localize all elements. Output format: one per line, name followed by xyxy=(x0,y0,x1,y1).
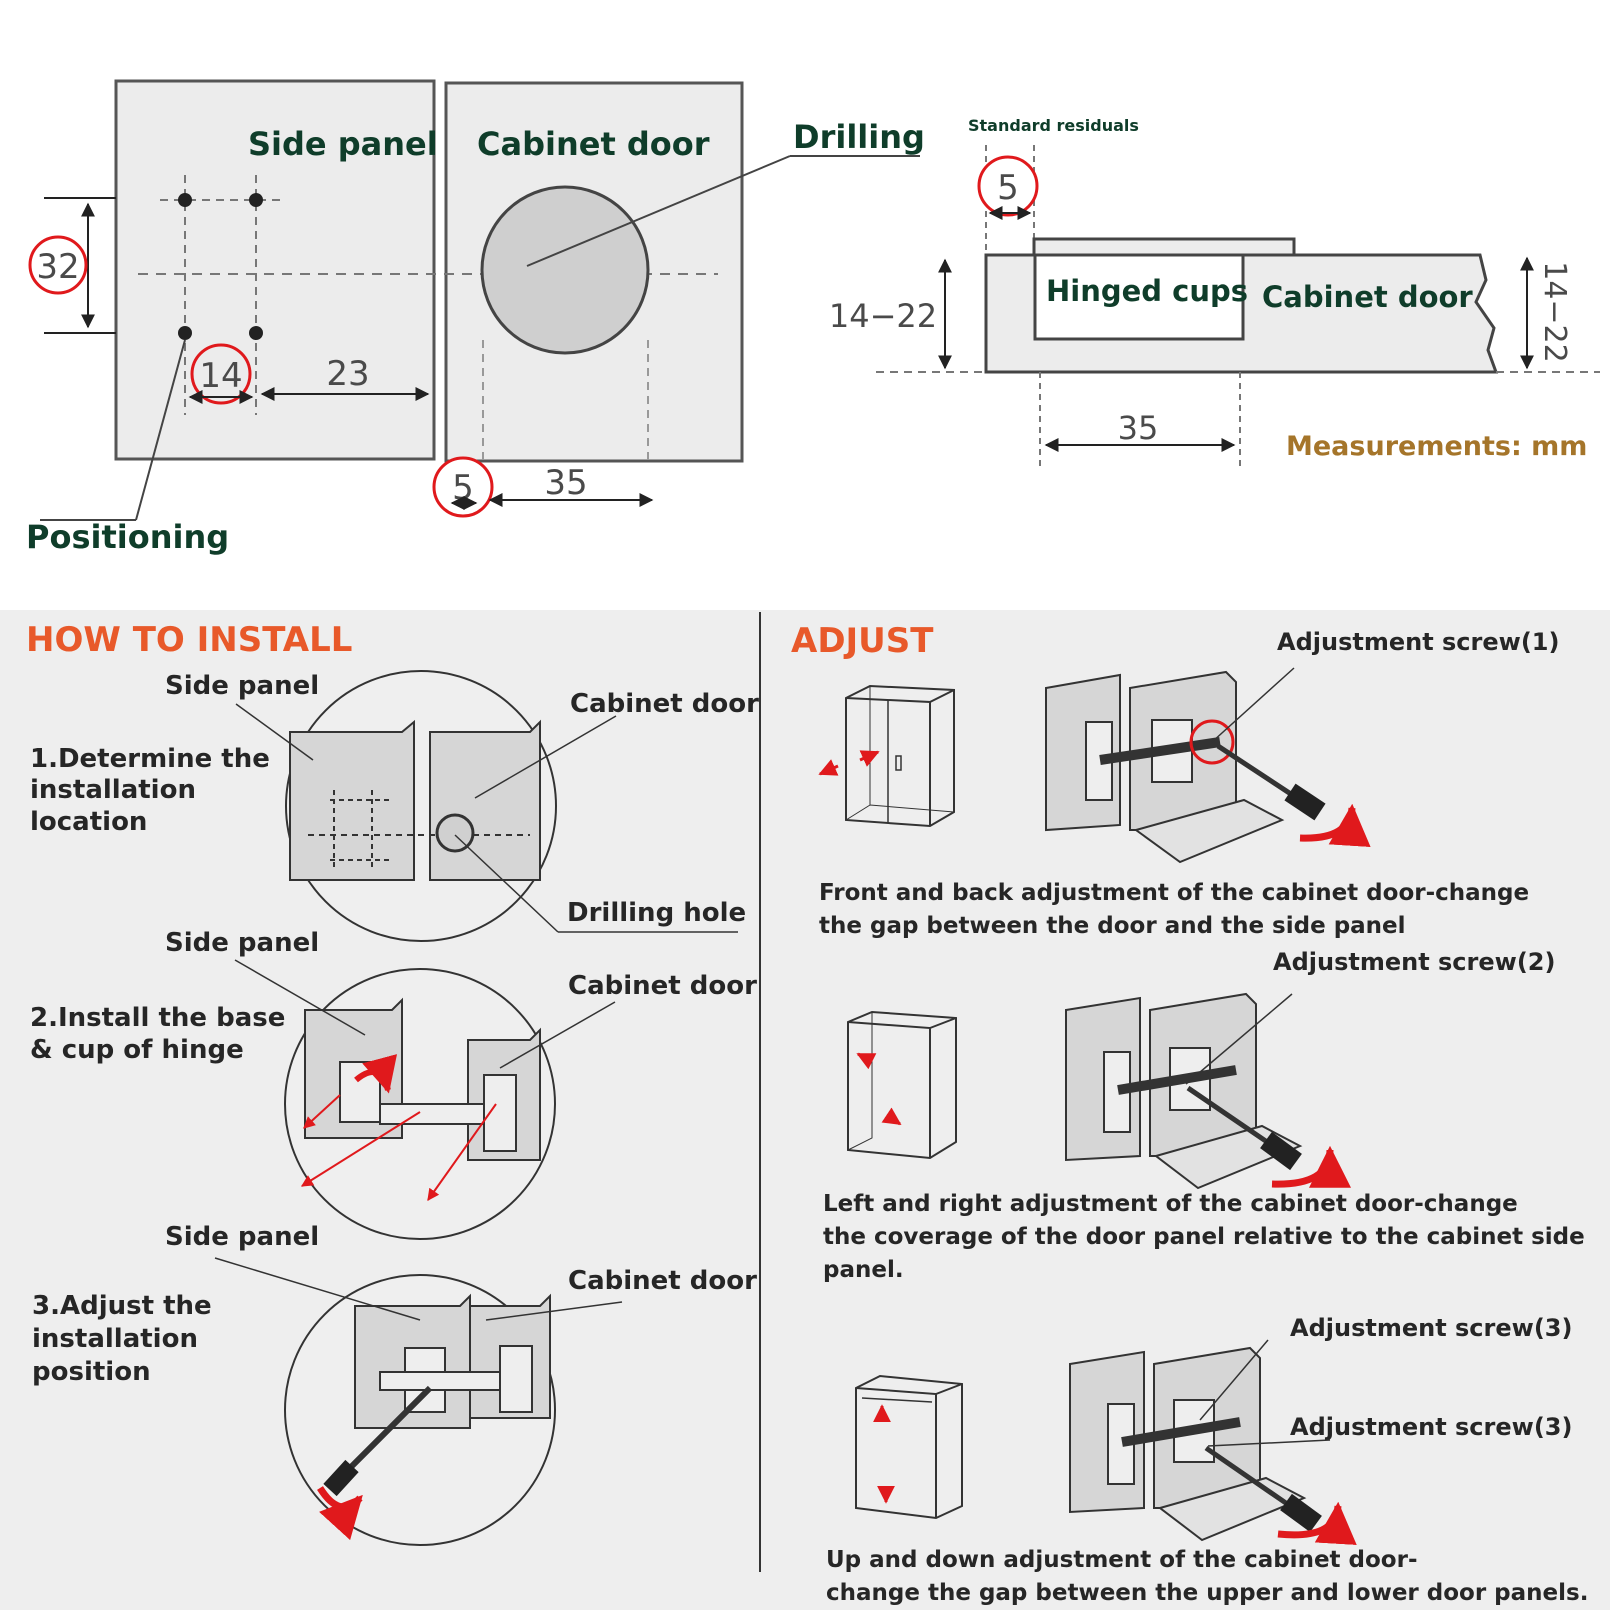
install-section: HOW TO INSTALL Side panel Cabinet door 1… xyxy=(26,620,759,1546)
step3-side-panel: Side panel xyxy=(165,1222,319,1252)
adjust1-cabinet-icon xyxy=(818,684,955,828)
dim-23: 23 xyxy=(326,354,369,394)
cup-hole xyxy=(480,185,650,355)
cabinet-door-section-label: Cabinet door xyxy=(1262,280,1473,314)
lower-background xyxy=(0,610,1610,1610)
dim-32-circle xyxy=(28,235,88,295)
adjust1-screw-highlight xyxy=(1189,719,1235,765)
install-heading: HOW TO INSTALL xyxy=(26,620,352,660)
adjust1-hinge-illustration xyxy=(1045,667,1371,864)
adjust-section: ADJUST Adjustment screw(1) Front and bac xyxy=(791,621,1588,1606)
step2-side-panel: Side panel xyxy=(165,928,319,958)
step3-cabinet-door: Cabinet door xyxy=(568,1266,757,1296)
adjust1-caption-2: the gap between the door and the side pa… xyxy=(819,913,1406,939)
drilling-label: Drilling xyxy=(793,118,925,156)
adjust-heading: ADJUST xyxy=(791,621,934,661)
step1-line-3: location xyxy=(30,807,147,837)
step1-illustration xyxy=(235,670,738,942)
step1-line-1: 1.Determine the xyxy=(30,744,270,774)
adjust2-caption-2: the coverage of the door panel relative … xyxy=(823,1224,1585,1250)
dim-35: 35 xyxy=(544,463,587,503)
dim-5-circle xyxy=(432,456,494,518)
step2-line-2: & cup of hinge xyxy=(30,1035,244,1065)
hinged-cup-box xyxy=(1033,253,1245,341)
adjust3-caption-2: change the gap between the upper and low… xyxy=(826,1580,1588,1606)
adjust3-screw-label-a: Adjustment screw(3) xyxy=(1290,1314,1572,1342)
hole-dot xyxy=(249,326,263,340)
adjust2-cabinet-icon xyxy=(847,1010,957,1160)
step1-line-2: installation xyxy=(30,775,196,805)
hole-dot xyxy=(249,193,263,207)
top-right-section: Standard residuals 5 Hinged cups Cabinet… xyxy=(829,116,1600,470)
dim-14: 14 xyxy=(199,356,242,396)
adjust3-cabinet-icon xyxy=(855,1374,963,1520)
side-panel-label: Side panel xyxy=(248,125,438,163)
step1-drilling-hole: Drilling hole xyxy=(567,898,746,928)
adjust1-screw-label: Adjustment screw(1) xyxy=(1277,628,1559,656)
step3-line-3: position xyxy=(32,1357,151,1387)
step2-line-1: 2.Install the base xyxy=(30,1003,285,1033)
adjust2-screw-label: Adjustment screw(2) xyxy=(1273,948,1555,976)
adjust1-caption-1: Front and back adjustment of the cabinet… xyxy=(819,880,1529,906)
adjust2-caption-3: panel. xyxy=(823,1257,904,1283)
residual-5: 5 xyxy=(997,168,1019,208)
step3-line-1: 3.Adjust the xyxy=(32,1291,212,1321)
dim-32: 32 xyxy=(36,247,79,287)
cabinet-door-label: Cabinet door xyxy=(477,125,710,163)
step1-side-panel: Side panel xyxy=(165,671,319,701)
cup-35: 35 xyxy=(1118,409,1159,447)
step2-illustration xyxy=(234,959,616,1240)
step1-cabinet-door: Cabinet door xyxy=(570,689,759,719)
adjust3-hinge-illustration xyxy=(1069,1339,1357,1545)
adjust2-hinge-illustration xyxy=(1065,992,1351,1190)
adjust2-caption-1: Left and right adjustment of the cabinet… xyxy=(823,1191,1518,1217)
positioning-label: Positioning xyxy=(26,518,229,556)
hole-dot xyxy=(178,326,192,340)
standard-residuals-label: Standard residuals xyxy=(968,116,1139,135)
top-left-template: 32 14 23 5 35 Side panel Cabinet door Dr… xyxy=(26,79,925,556)
adjust3-caption-1: Up and down adjustment of the cabinet do… xyxy=(826,1547,1418,1573)
adjust3-screw-label-b: Adjustment screw(3) xyxy=(1290,1413,1572,1441)
measurements-label: Measurements: mm xyxy=(1286,431,1587,462)
hinged-cups-label: Hinged cups xyxy=(1046,274,1248,308)
thickness-left: 14−22 xyxy=(829,297,937,335)
thickness-right: 14−22 xyxy=(1537,261,1572,362)
plate-strip xyxy=(1032,237,1296,257)
step3-illustration xyxy=(214,1257,623,1546)
step3-line-2: installation xyxy=(32,1324,198,1354)
hole-dot xyxy=(178,193,192,207)
step2-cabinet-door: Cabinet door xyxy=(568,971,757,1001)
